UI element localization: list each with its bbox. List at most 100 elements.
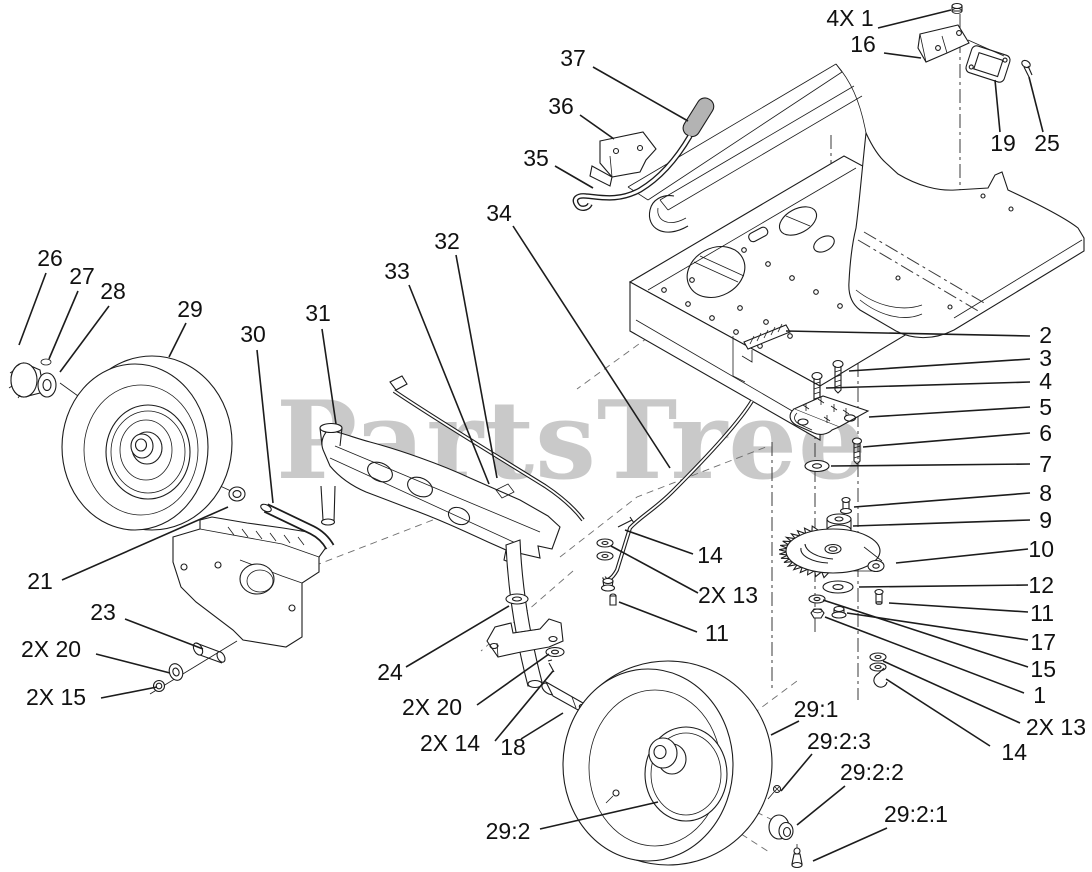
- drag-link-group: [596, 399, 754, 606]
- leader-line-30: [256, 349, 274, 504]
- leader-line-4: [825, 381, 1031, 389]
- nut-part-1-drawing: [810, 608, 825, 619]
- callout-label-29: 29: [177, 296, 203, 322]
- lever-grip: [682, 97, 715, 138]
- callout-label-29-2-2: 29:2:2: [840, 759, 904, 785]
- callout-label-17: 17: [1030, 629, 1056, 655]
- callout-label-16: 16: [850, 31, 876, 57]
- bracket-part-16-drawing: [917, 24, 970, 63]
- callout-label-34: 34: [486, 200, 512, 226]
- callout-label-36: 36: [548, 93, 574, 119]
- tire-part-29-drawing: [61, 355, 233, 531]
- plate-part-5-drawing: [789, 395, 870, 435]
- leader-line-2x13b: [882, 660, 1021, 724]
- nut-part-17-middle-drawing: [600, 577, 616, 592]
- callout-label-11a: 11: [705, 620, 729, 646]
- leader-line-2x14: [494, 670, 554, 742]
- leader-line-29: [168, 322, 187, 358]
- leader-line-26: [18, 272, 47, 346]
- leader-line-12: [858, 584, 1029, 588]
- nut-part-1-drawing: [951, 2, 963, 14]
- screw-part-25-drawing: [1021, 59, 1033, 78]
- leader-line-29-2-3: [780, 753, 813, 792]
- callout-label-5: 5: [1039, 394, 1052, 420]
- leader-line-2: [785, 330, 1031, 337]
- body-shell-drawing: [627, 63, 1085, 339]
- nut-part-15-left-drawing: [152, 679, 166, 693]
- leader-line-29-2-1: [812, 827, 888, 862]
- callout-label-30: 30: [240, 321, 266, 347]
- callout-label-37: 37: [560, 45, 586, 71]
- callout-label-11b: 11: [1030, 600, 1054, 626]
- left-wheel-group: [8, 355, 233, 531]
- support-bracket-group: [149, 516, 328, 695]
- clip-part-32-drawing: [495, 483, 515, 499]
- callout-label-15: 15: [1030, 656, 1056, 682]
- bearing-part-29-2-2-drawing: [768, 814, 794, 841]
- callout-label-4x1: 4X 1: [826, 5, 873, 31]
- callout-label-2x20a: 2X 20: [21, 636, 81, 662]
- leader-line-15: [822, 599, 1029, 668]
- leader-line-21: [61, 506, 229, 581]
- rod-end-part-14-right-drawing: [873, 667, 888, 688]
- leader-line-25: [1028, 76, 1044, 133]
- callout-label-33: 33: [384, 258, 410, 284]
- leader-line-11a: [618, 601, 698, 633]
- housing-part-19-drawing: [965, 45, 1011, 83]
- callout-label-7: 7: [1039, 451, 1052, 477]
- washer-part-20-upper-drawing: [505, 593, 529, 605]
- callout-label-31: 31: [305, 300, 331, 326]
- leader-line-11b: [888, 602, 1029, 613]
- callout-label-10: 10: [1028, 536, 1054, 562]
- nut-part-17-drawing: [831, 605, 847, 619]
- valve-part-29-2-1-drawing: [791, 844, 803, 869]
- screw-part-3-drawing: [832, 359, 844, 394]
- top-right-hardware: [917, 2, 1033, 83]
- callout-label-18: 18: [500, 734, 526, 760]
- leader-line-37: [592, 66, 689, 122]
- washer-part-12-drawing: [822, 580, 854, 594]
- leader-line-14b: [885, 678, 991, 747]
- shaft-part-30-drawing: [260, 503, 335, 550]
- front-axle-group: [228, 422, 561, 566]
- leader-line-35: [554, 165, 594, 189]
- sector-gear-part-10-drawing: [778, 525, 885, 579]
- leader-line-24: [405, 605, 510, 668]
- right-wheel-group: [562, 660, 803, 869]
- leader-line-18: [520, 712, 564, 740]
- callout-label-29-1: 29:1: [794, 696, 839, 722]
- leader-line-33: [408, 284, 490, 485]
- washer-part-20-left-drawing: [168, 663, 184, 681]
- callout-label-3: 3: [1039, 345, 1052, 371]
- leader-line-29-2-2: [796, 785, 846, 826]
- callout-label-25: 25: [1034, 130, 1060, 156]
- leader-line-28: [59, 305, 110, 373]
- callout-label-2x14: 2X 14: [420, 730, 480, 756]
- leader-line-36: [579, 114, 615, 140]
- stem-part-29-2-3-drawing: [767, 784, 782, 800]
- cotter-pin-part-14-drawing: [617, 516, 635, 528]
- rim-part-29-2-drawing: [605, 726, 728, 822]
- callout-label-32: 32: [434, 228, 460, 254]
- callout-label-24: 24: [377, 659, 403, 685]
- spindle-shaft-drawing: [505, 539, 543, 687]
- callout-label-6: 6: [1039, 420, 1052, 446]
- leader-line-6: [862, 432, 1031, 448]
- washer-part-27-drawing: [40, 358, 52, 366]
- leader-line-4x1: [877, 9, 952, 29]
- washer-part-20-lower-drawing: [545, 646, 565, 658]
- spindle-group: [486, 539, 592, 717]
- axle-part-31-drawing: [319, 422, 561, 566]
- callout-label-29-2-3: 29:2:3: [807, 728, 871, 754]
- leader-line-31: [321, 328, 337, 425]
- leader-line-16: [883, 52, 922, 59]
- leader-line-1: [824, 616, 1025, 694]
- leader-line-19: [994, 79, 1001, 133]
- lever-assembly-drawing: [572, 97, 715, 211]
- callout-label-35: 35: [523, 145, 549, 171]
- spacer-part-23-drawing: [192, 642, 226, 664]
- leader-line-2x20a: [95, 653, 171, 674]
